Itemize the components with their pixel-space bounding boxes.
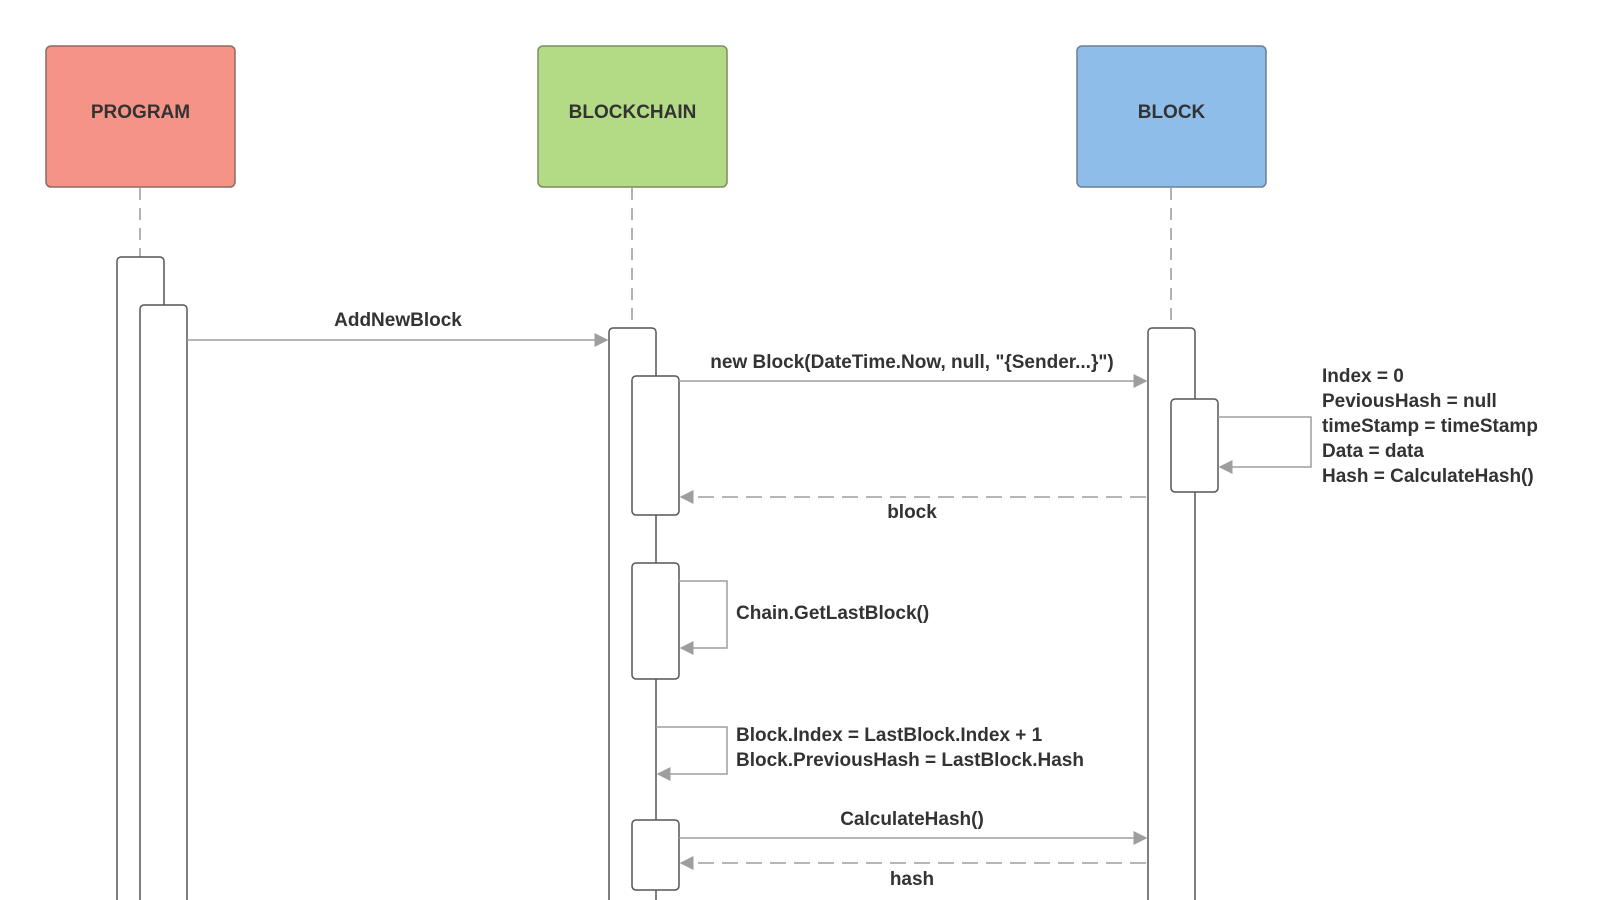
participant-blockchain[interactable]: BLOCKCHAIN <box>537 45 728 188</box>
participant-blockchain-label: BLOCKCHAIN <box>569 102 697 123</box>
blockchain-activation-calc-hash <box>631 819 680 891</box>
blockchain-activation-get-last <box>631 562 680 680</box>
note-line: Index = 0 <box>1322 366 1404 387</box>
block-init-note: Index = 0 PeviousHash = null timeStamp =… <box>1322 366 1538 487</box>
set-previous-hash-label: Block.PreviousHash = LastBlock.Hash <box>736 750 1084 771</box>
participant-program-label: PROGRAM <box>91 102 190 123</box>
blockchain-activation-new-block <box>631 375 680 516</box>
block-init-self-arrow <box>1218 416 1312 474</box>
new-block-label: new Block(DateTime.Now, null, "{Sender..… <box>710 352 1113 373</box>
set-index-label: Block.Index = LastBlock.Index + 1 <box>736 725 1043 746</box>
get-last-block-label: Chain.GetLastBlock() <box>736 603 929 624</box>
calculate-hash-label: CalculateHash() <box>840 809 984 830</box>
program-activation-inner <box>139 304 188 900</box>
note-line: PeviousHash = null <box>1322 391 1497 412</box>
set-properties-self-arrow <box>656 726 728 781</box>
block-activation-init <box>1170 398 1219 493</box>
hash-return-label: hash <box>890 869 934 890</box>
add-new-block-label: AddNewBlock <box>334 310 462 331</box>
note-line: timeStamp = timeStamp <box>1322 416 1538 437</box>
block-return-label: block <box>887 502 937 523</box>
get-last-block-self-arrow <box>679 580 728 655</box>
participant-block-label: BLOCK <box>1138 102 1206 123</box>
note-line: Data = data <box>1322 441 1424 462</box>
note-line: Hash = CalculateHash() <box>1322 466 1534 487</box>
participant-program[interactable]: PROGRAM <box>45 45 236 188</box>
participant-block[interactable]: BLOCK <box>1076 45 1267 188</box>
